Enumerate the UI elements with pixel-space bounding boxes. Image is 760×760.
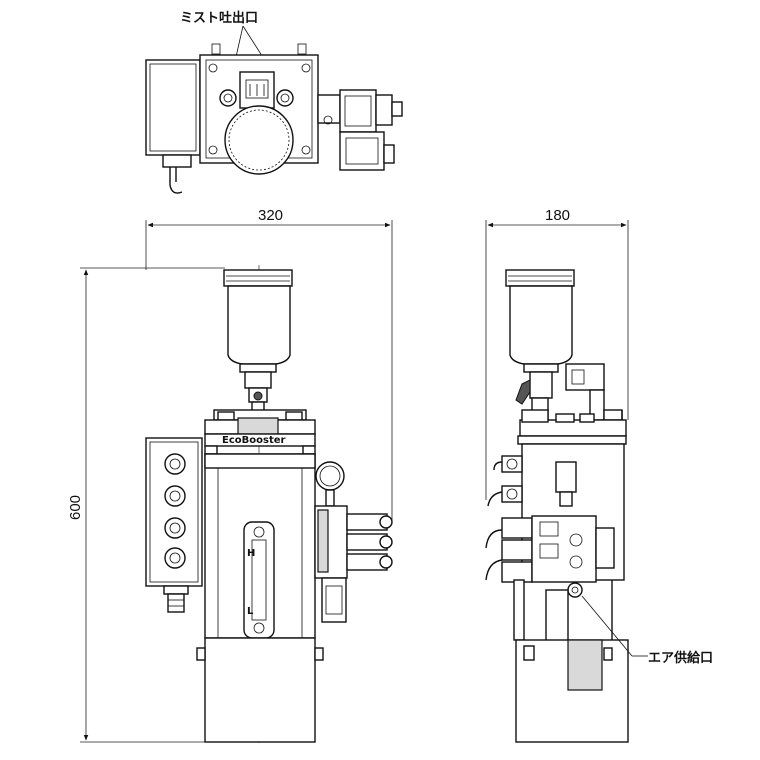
- mist-outlet-right: [276, 89, 294, 107]
- mist-outlet-left: [219, 89, 237, 107]
- dimensions: 320 180 600: [67, 207, 629, 743]
- level-low-mark: L: [247, 606, 254, 617]
- front-cup-cap: [223, 269, 293, 287]
- front-cup-bowl: [227, 285, 291, 365]
- front-switches: [164, 453, 186, 569]
- top-controller-box: [145, 59, 201, 156]
- dim-width-side: 180: [545, 207, 570, 224]
- top-view: ミスト吐出口: [145, 10, 403, 194]
- top-gear: [224, 105, 294, 175]
- side-cup-bowl: [509, 285, 573, 365]
- front-tank: [204, 637, 316, 743]
- air-supply-port: [567, 582, 583, 598]
- air-supply-label: エア供給口: [648, 650, 713, 666]
- dim-width-front: 320: [258, 207, 283, 224]
- side-cup-cap: [505, 269, 575, 287]
- level-high-mark: H: [247, 548, 255, 559]
- dim-height: 600: [67, 495, 84, 520]
- side-valve-manifold: [531, 515, 597, 583]
- front-level-gauge: [243, 521, 275, 639]
- front-view: EcoBooster H L: [145, 265, 393, 745]
- air-supply-leader: [581, 595, 633, 657]
- mist-outlet-label: ミスト吐出口: [180, 10, 258, 26]
- side-view: エア供給口: [485, 269, 713, 743]
- front-brand-label: EcoBooster: [222, 435, 286, 446]
